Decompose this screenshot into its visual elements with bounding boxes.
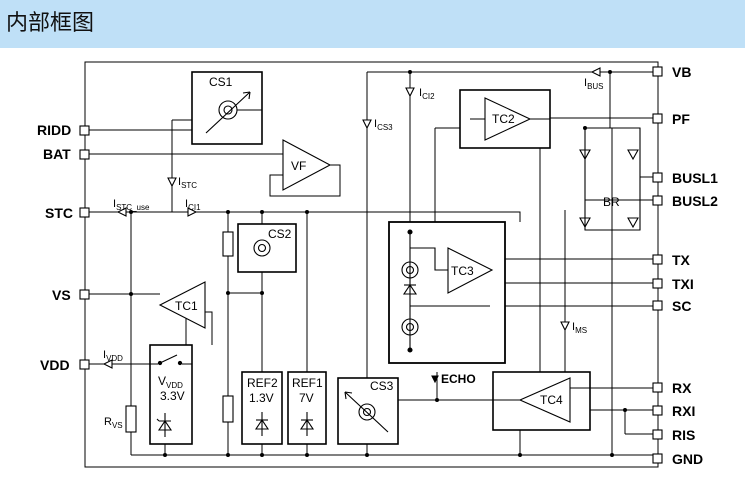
pin-pf: PF (652, 111, 690, 127)
tc1-label: TC1 (175, 299, 198, 313)
pin-busl2-label: BUSL2 (672, 193, 718, 209)
pin-pf-label: PF (672, 111, 690, 127)
junction-dots (129, 70, 627, 457)
block-br: BR (579, 128, 641, 230)
block-ref2: REF2 1.3V (241, 371, 283, 445)
pin-txi-label: TXI (672, 276, 694, 292)
svg-text:ISTC: ISTC (178, 176, 197, 190)
block-ref1: REF1 7V (287, 371, 327, 445)
ref2-value: 1.3V (249, 391, 274, 405)
ref1-value: 7V (299, 391, 314, 405)
pin-sc-label: SC (672, 298, 691, 314)
block-tc1: TC1 (158, 281, 206, 329)
current-ics3: ICS3 (362, 118, 393, 132)
pin-rx: RX (652, 380, 692, 396)
pin-busl1: BUSL1 (652, 170, 718, 186)
cs2-label: CS2 (268, 227, 292, 241)
pin-bat-label: BAT (43, 146, 71, 162)
resistor-upper (222, 231, 234, 257)
current-ims: IMS (560, 321, 587, 335)
vvdd-label: VVDD (158, 374, 183, 390)
section-title: 内部框图 (6, 11, 95, 36)
pin-vs-label: VS (52, 287, 71, 303)
pin-rxi-label: RXI (672, 403, 695, 419)
current-istc: ISTC (167, 176, 197, 190)
svg-text:IBUS: IBUS (584, 77, 604, 91)
block-cs1: CS1 (191, 71, 263, 145)
current-ici2: ICI2 (405, 87, 435, 101)
section-header: 内部框图 (0, 0, 745, 48)
pin-gnd: GND (652, 451, 703, 467)
svg-text:ICS3: ICS3 (374, 118, 393, 132)
tc4-label: TC4 (540, 393, 563, 407)
pin-txi: TXI (652, 276, 694, 292)
tc3-label: TC3 (451, 264, 474, 278)
pin-gnd-label: GND (672, 451, 703, 467)
resistor-lower (222, 395, 234, 423)
pin-stc-label: STC (45, 205, 73, 221)
resistor-rvs: RVS (104, 405, 137, 433)
svg-text:IVDD: IVDD (103, 349, 123, 363)
pin-rxi: RXI (652, 403, 695, 419)
block-tc2: TC2 (459, 89, 551, 149)
vvdd-value: 3.3V (160, 389, 185, 403)
current-ivdd: IVDD (102, 349, 123, 369)
block-tc4: TC4 (492, 371, 591, 431)
current-istc-use: ISTC_use (113, 198, 150, 217)
block-vvdd: VVDD 3.3V (149, 344, 193, 445)
block-cs3: CS3 (337, 377, 399, 445)
cs3-label: CS3 (370, 379, 394, 393)
current-ibus: IBUS (584, 67, 604, 91)
echo-label: ECHO (441, 372, 476, 386)
pin-busl1-label: BUSL1 (672, 170, 718, 186)
svg-text:ICI1: ICI1 (185, 198, 201, 212)
pin-vb-label: VB (672, 64, 691, 80)
pin-sc: SC (652, 298, 691, 314)
pin-tx: TX (652, 252, 691, 268)
ref1-name: REF1 (292, 376, 323, 390)
svg-text:ICI2: ICI2 (419, 87, 435, 101)
pin-vs: VS (52, 287, 90, 303)
pin-ris: RIS (652, 427, 695, 443)
block-echo: TC3 ECHO (388, 221, 506, 386)
pin-stc: STC (45, 205, 90, 221)
vf-label: VF (291, 159, 306, 173)
pin-ridd-label: RIDD (37, 122, 71, 138)
current-ici1: ICI1 (185, 198, 201, 217)
pin-vb: VB (652, 64, 691, 80)
pin-vdd-label: VDD (40, 357, 70, 373)
block-cs2: CS2 (237, 223, 297, 273)
svg-text:IMS: IMS (572, 321, 587, 335)
svg-text:ISTC_use: ISTC_use (113, 198, 150, 212)
pin-busl2: BUSL2 (652, 193, 718, 209)
br-label: BR (603, 195, 620, 209)
cs1-label: CS1 (209, 75, 233, 89)
pin-ris-label: RIS (672, 427, 695, 443)
pin-ridd: RIDD (37, 122, 90, 138)
tc2-label: TC2 (492, 112, 515, 126)
block-vf: VF (282, 139, 332, 191)
pin-bat: BAT (43, 146, 90, 162)
rvs-label: RVS (104, 416, 123, 430)
pin-vdd: VDD (40, 357, 90, 373)
ref2-name: REF2 (247, 376, 278, 390)
pin-rx-label: RX (672, 380, 692, 396)
pin-tx-label: TX (672, 252, 691, 268)
